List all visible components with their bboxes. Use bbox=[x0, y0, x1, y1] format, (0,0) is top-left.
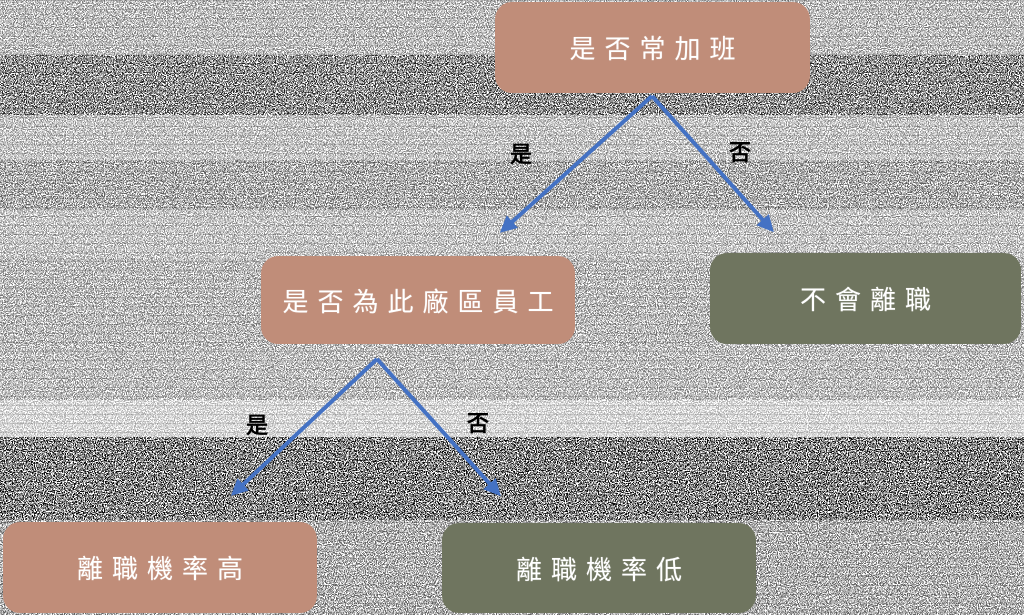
node-no-attrition-outcome: 不會離職 bbox=[710, 253, 1021, 344]
node-overtime-question: 是否常加班 bbox=[495, 2, 810, 93]
arrow-factory-no bbox=[375, 357, 501, 497]
arrow-overtime-yes bbox=[499, 94, 654, 233]
edge-label-no-overtime: 否 bbox=[728, 141, 752, 166]
arrow-overtime-no bbox=[650, 94, 774, 233]
arrow-factory-yes bbox=[230, 357, 379, 496]
node-low-attrition-outcome: 離職機率低 bbox=[442, 523, 756, 613]
node-factory-question: 是否為此廠區員工 bbox=[261, 256, 575, 344]
node-high-attrition-outcome: 離職機率高 bbox=[3, 522, 317, 613]
edge-label-yes-overtime: 是 bbox=[509, 143, 533, 168]
edge-label-yes-factory: 是 bbox=[245, 414, 269, 439]
edge-label-no-factory: 否 bbox=[466, 412, 490, 437]
